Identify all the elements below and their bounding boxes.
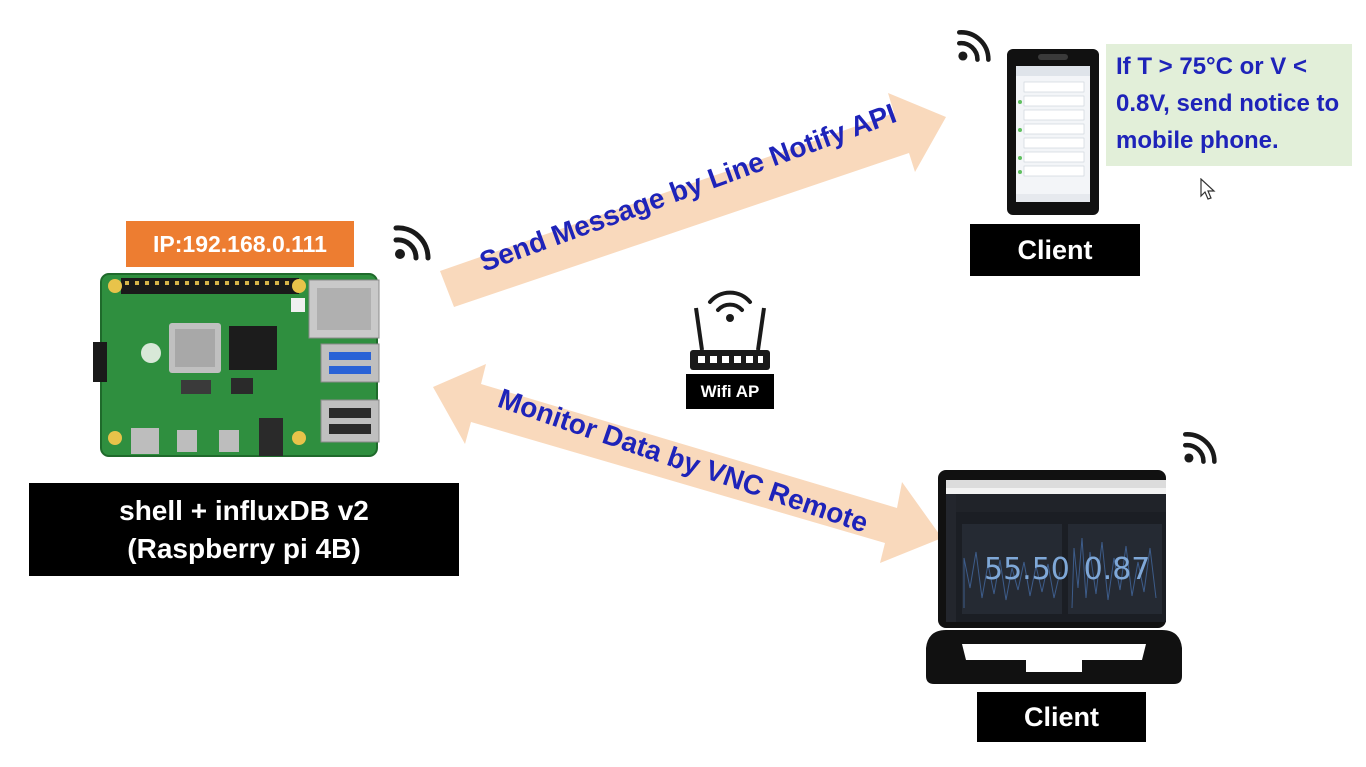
wifi-signal-icon xyxy=(393,225,431,261)
mobile-phone-icon xyxy=(1007,49,1099,215)
alert-condition-note: If T > 75°C or V < 0.8V, send notice to … xyxy=(1106,44,1352,166)
server-label-line1: shell + influxDB v2 xyxy=(119,494,369,526)
arrow-monitor-data xyxy=(433,364,942,563)
wifi-router-icon xyxy=(690,290,770,370)
laptop-reading-temperature: 55.50 xyxy=(984,552,1070,587)
wifi-ap-label: Wifi AP xyxy=(686,374,774,409)
raspberry-pi-board-icon xyxy=(93,273,380,457)
laptop-client-label: Client xyxy=(977,692,1146,742)
phone-wifi-signal-icon xyxy=(957,30,991,62)
laptop-icon: 55.50 0.87 xyxy=(926,468,1184,688)
phone-client-label: Client xyxy=(970,224,1140,276)
server-label: shell + influxDB v2 (Raspberry pi 4B) xyxy=(29,483,459,576)
server-label-line2: (Raspberry pi 4B) xyxy=(127,532,361,564)
laptop-wifi-signal-icon xyxy=(1183,432,1217,464)
arrow-send-message xyxy=(440,93,946,307)
ip-address-label: IP:192.168.0.111 xyxy=(126,221,354,267)
mouse-cursor-icon xyxy=(1200,178,1216,200)
laptop-reading-voltage: 0.87 xyxy=(1083,552,1151,587)
laptop-frame xyxy=(926,470,1182,684)
